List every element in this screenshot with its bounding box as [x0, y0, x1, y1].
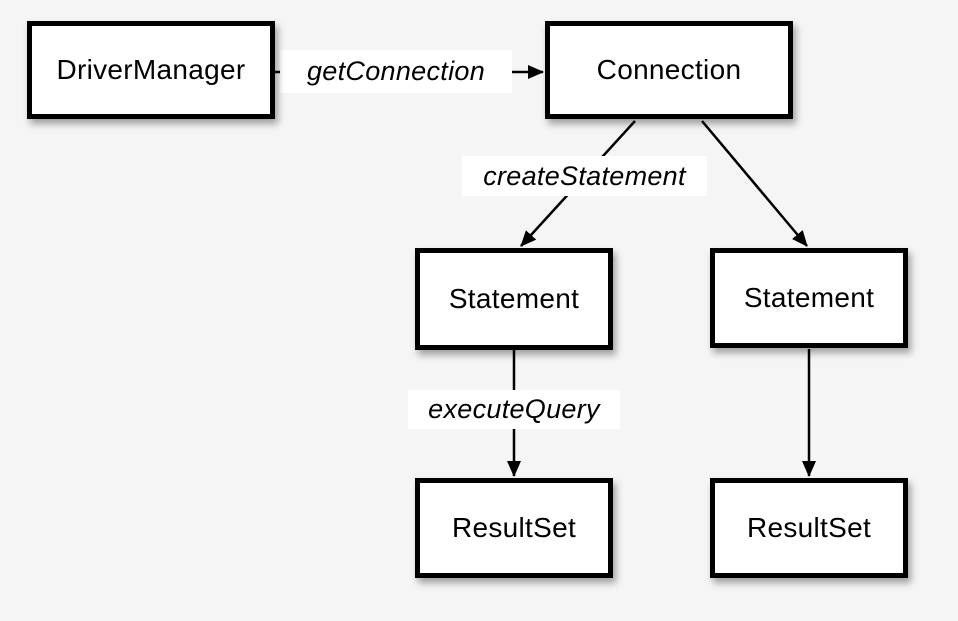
edge-label-executequery: executeQuery: [408, 390, 620, 429]
node-resultset-right: ResultSet: [710, 478, 908, 578]
edge-label-createstatement: createStatement: [462, 156, 707, 196]
edge-connection-statement-right: [701, 120, 808, 247]
node-drivermanager: DriverManager: [27, 21, 275, 119]
node-statement-right: Statement: [710, 248, 908, 348]
node-statement-left: Statement: [415, 248, 613, 350]
node-resultset-left: ResultSet: [415, 478, 613, 578]
node-connection: Connection: [545, 21, 793, 119]
edge-label-getconnection: getConnection: [280, 50, 512, 93]
